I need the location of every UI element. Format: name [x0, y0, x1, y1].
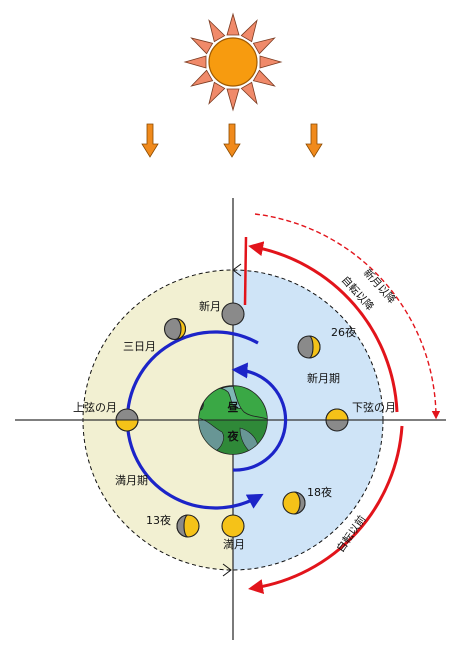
sun-ray — [190, 69, 214, 87]
sun-ray — [190, 37, 214, 55]
label-crescent: 三日月 — [123, 340, 156, 353]
moon-night-18 — [282, 491, 306, 515]
sun-ray — [252, 37, 276, 55]
sunlight-arrow-center — [223, 123, 241, 158]
sunlight-arrow-right — [305, 123, 323, 158]
earth-day-label: 昼 — [227, 401, 240, 414]
sun-ray — [208, 19, 226, 43]
sun-ray — [259, 55, 283, 69]
moon-first-quarter — [115, 408, 139, 432]
label-full-moon-period: 満月期 — [115, 474, 148, 487]
red-arc-bottom — [248, 425, 404, 594]
sunlight-arrows — [141, 123, 323, 158]
label-night-26: 26夜 — [331, 325, 356, 339]
label-last-quarter: 下弦の月 — [352, 400, 396, 414]
moon-last-quarter — [325, 408, 349, 432]
moon-night-26 — [297, 335, 321, 359]
sun-ray — [240, 19, 258, 43]
label-new-moon-period: 新月期 — [307, 371, 340, 385]
label-night-13: 13夜 — [146, 513, 171, 527]
red-thin-arc — [243, 236, 248, 306]
sun-icon — [183, 12, 283, 112]
sun-ray — [226, 12, 240, 36]
sun-ray — [240, 81, 258, 105]
moon-full — [221, 514, 245, 538]
orbit-bottom-arrowhead — [222, 563, 232, 577]
sun-ray — [183, 55, 207, 69]
sun-ray — [208, 81, 226, 105]
red-dashed-arc — [254, 213, 441, 420]
label-new-moon: 新月 — [199, 299, 221, 313]
sun-ray — [252, 69, 276, 87]
label-full-moon: 満月 — [223, 538, 245, 551]
moons — [115, 302, 349, 538]
moon-crescent — [163, 317, 187, 341]
earth-night-label: 夜 — [227, 429, 240, 443]
red-arc-top — [248, 241, 399, 413]
label-night-18: 18夜 — [307, 485, 332, 499]
label-first-quarter: 上弦の月 — [73, 400, 117, 414]
blue-orbit-arrow-inner — [231, 362, 288, 472]
sun-ray — [226, 88, 240, 112]
sunlight-arrow-left — [141, 123, 159, 158]
moon-new — [221, 302, 245, 326]
moon-night-13 — [176, 514, 200, 538]
